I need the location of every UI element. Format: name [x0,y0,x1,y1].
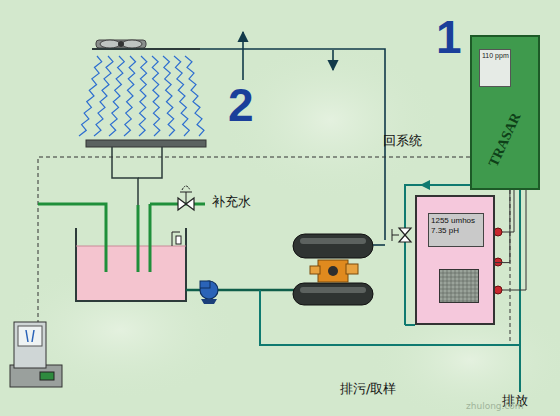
brand-name: TRASAR [482,107,528,172]
sensor-wire [498,190,514,232]
flow-arrow [242,32,244,80]
return-pipe [200,49,385,240]
fill-spray [79,56,204,136]
display-reading: 110 ppm [479,49,511,87]
callout-number: 1 [436,14,462,60]
flow-label: 回系统 [383,134,422,147]
chemical-feed-unit [10,322,62,387]
keypad-grid [439,269,479,303]
sensor-wire [495,190,510,263]
tower-fan [92,40,200,49]
basin-tank [76,228,186,301]
sensor-dot [494,228,502,236]
sample-pipe [260,185,520,345]
chiller-unit [293,234,373,305]
flow-label: 排污/取样 [340,382,396,395]
flow-arrow [332,50,334,70]
sample-valve [392,228,411,242]
flow-label: 补充水 [212,195,251,208]
supply-pipe [218,289,295,292]
tower-stand [112,147,138,205]
feed-pipe [38,204,106,272]
display-reading: 1255 umhos 7.35 pH [428,213,484,247]
circulation-pump [200,281,218,304]
callout-number: 2 [228,82,254,128]
watermark: zhulong.com [466,402,524,411]
monitor-panel: 1255 umhos 7.35 pH [415,195,495,325]
makeup-pipe [149,204,152,272]
makeup-valve [178,186,194,210]
controller-panel: 110 ppmTRASAR [470,35,540,190]
tower-basin [86,140,206,147]
